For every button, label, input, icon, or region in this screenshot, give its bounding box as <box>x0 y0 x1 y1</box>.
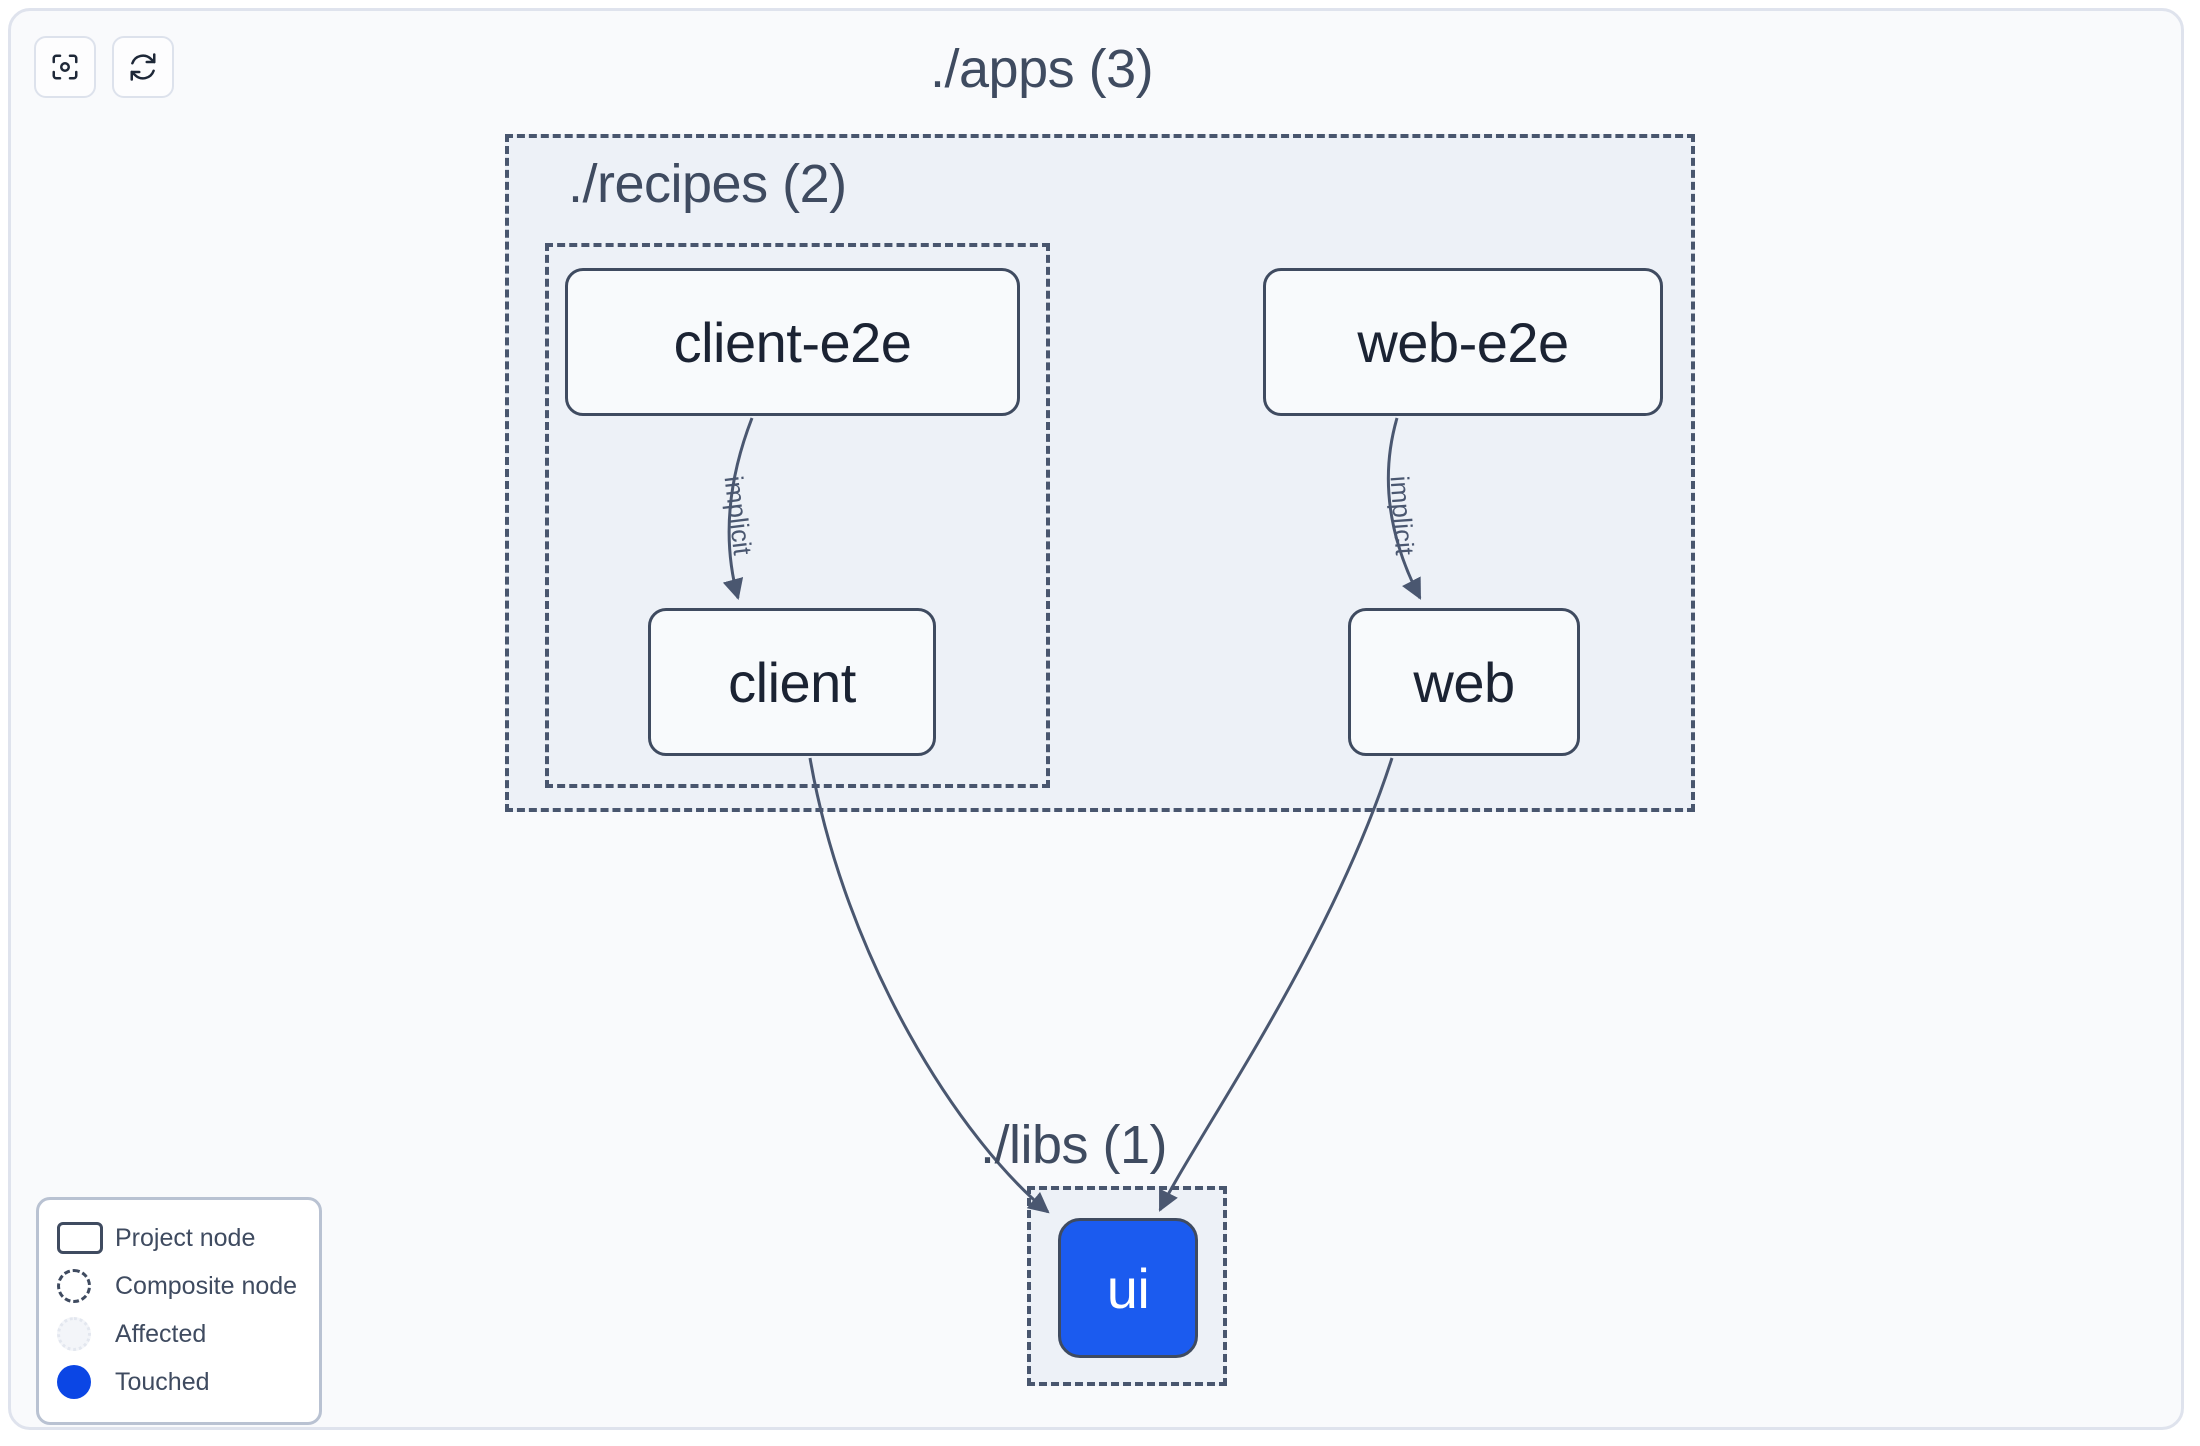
legend-item-affected: Affected <box>57 1310 303 1358</box>
composite-label-apps: ./apps (3) <box>930 39 1154 99</box>
project-node-swatch-icon <box>57 1222 111 1254</box>
legend-item-touched: Touched <box>57 1358 303 1406</box>
composite-label-libs: ./libs (1) <box>980 1115 1168 1175</box>
project-node-label: web <box>1413 650 1515 714</box>
legend-label: Composite node <box>115 1271 298 1300</box>
edge-web-to-ui <box>1158 757 1394 1212</box>
affected-swatch-icon <box>57 1317 111 1351</box>
touched-swatch-icon <box>57 1365 111 1399</box>
legend-label: Touched <box>115 1367 210 1396</box>
composite-node-swatch-icon <box>57 1269 111 1303</box>
graph-legend: Project node Composite node Affected Tou… <box>36 1197 322 1425</box>
project-node-client[interactable]: client <box>648 608 936 756</box>
project-node-label: ui <box>1106 1256 1150 1320</box>
project-node-label: web-e2e <box>1357 310 1569 374</box>
project-node-label: client <box>728 650 856 714</box>
project-node-ui[interactable]: ui <box>1058 1218 1198 1358</box>
refresh-graph-button[interactable] <box>112 36 174 98</box>
project-node-label: client-e2e <box>673 310 912 374</box>
project-node-web-e2e[interactable]: web-e2e <box>1263 268 1663 416</box>
legend-label: Affected <box>115 1319 207 1348</box>
legend-item-composite-node: Composite node <box>57 1262 303 1310</box>
project-node-web[interactable]: web <box>1348 608 1580 756</box>
refresh-icon <box>128 52 158 82</box>
graph-toolbar <box>34 36 174 98</box>
legend-label: Project node <box>115 1223 256 1252</box>
project-node-client-e2e[interactable]: client-e2e <box>565 268 1020 416</box>
composite-label-recipes: ./recipes (2) <box>568 154 847 214</box>
legend-item-project-node: Project node <box>57 1214 303 1262</box>
focus-icon <box>50 52 80 82</box>
focus-graph-button[interactable] <box>34 36 96 98</box>
